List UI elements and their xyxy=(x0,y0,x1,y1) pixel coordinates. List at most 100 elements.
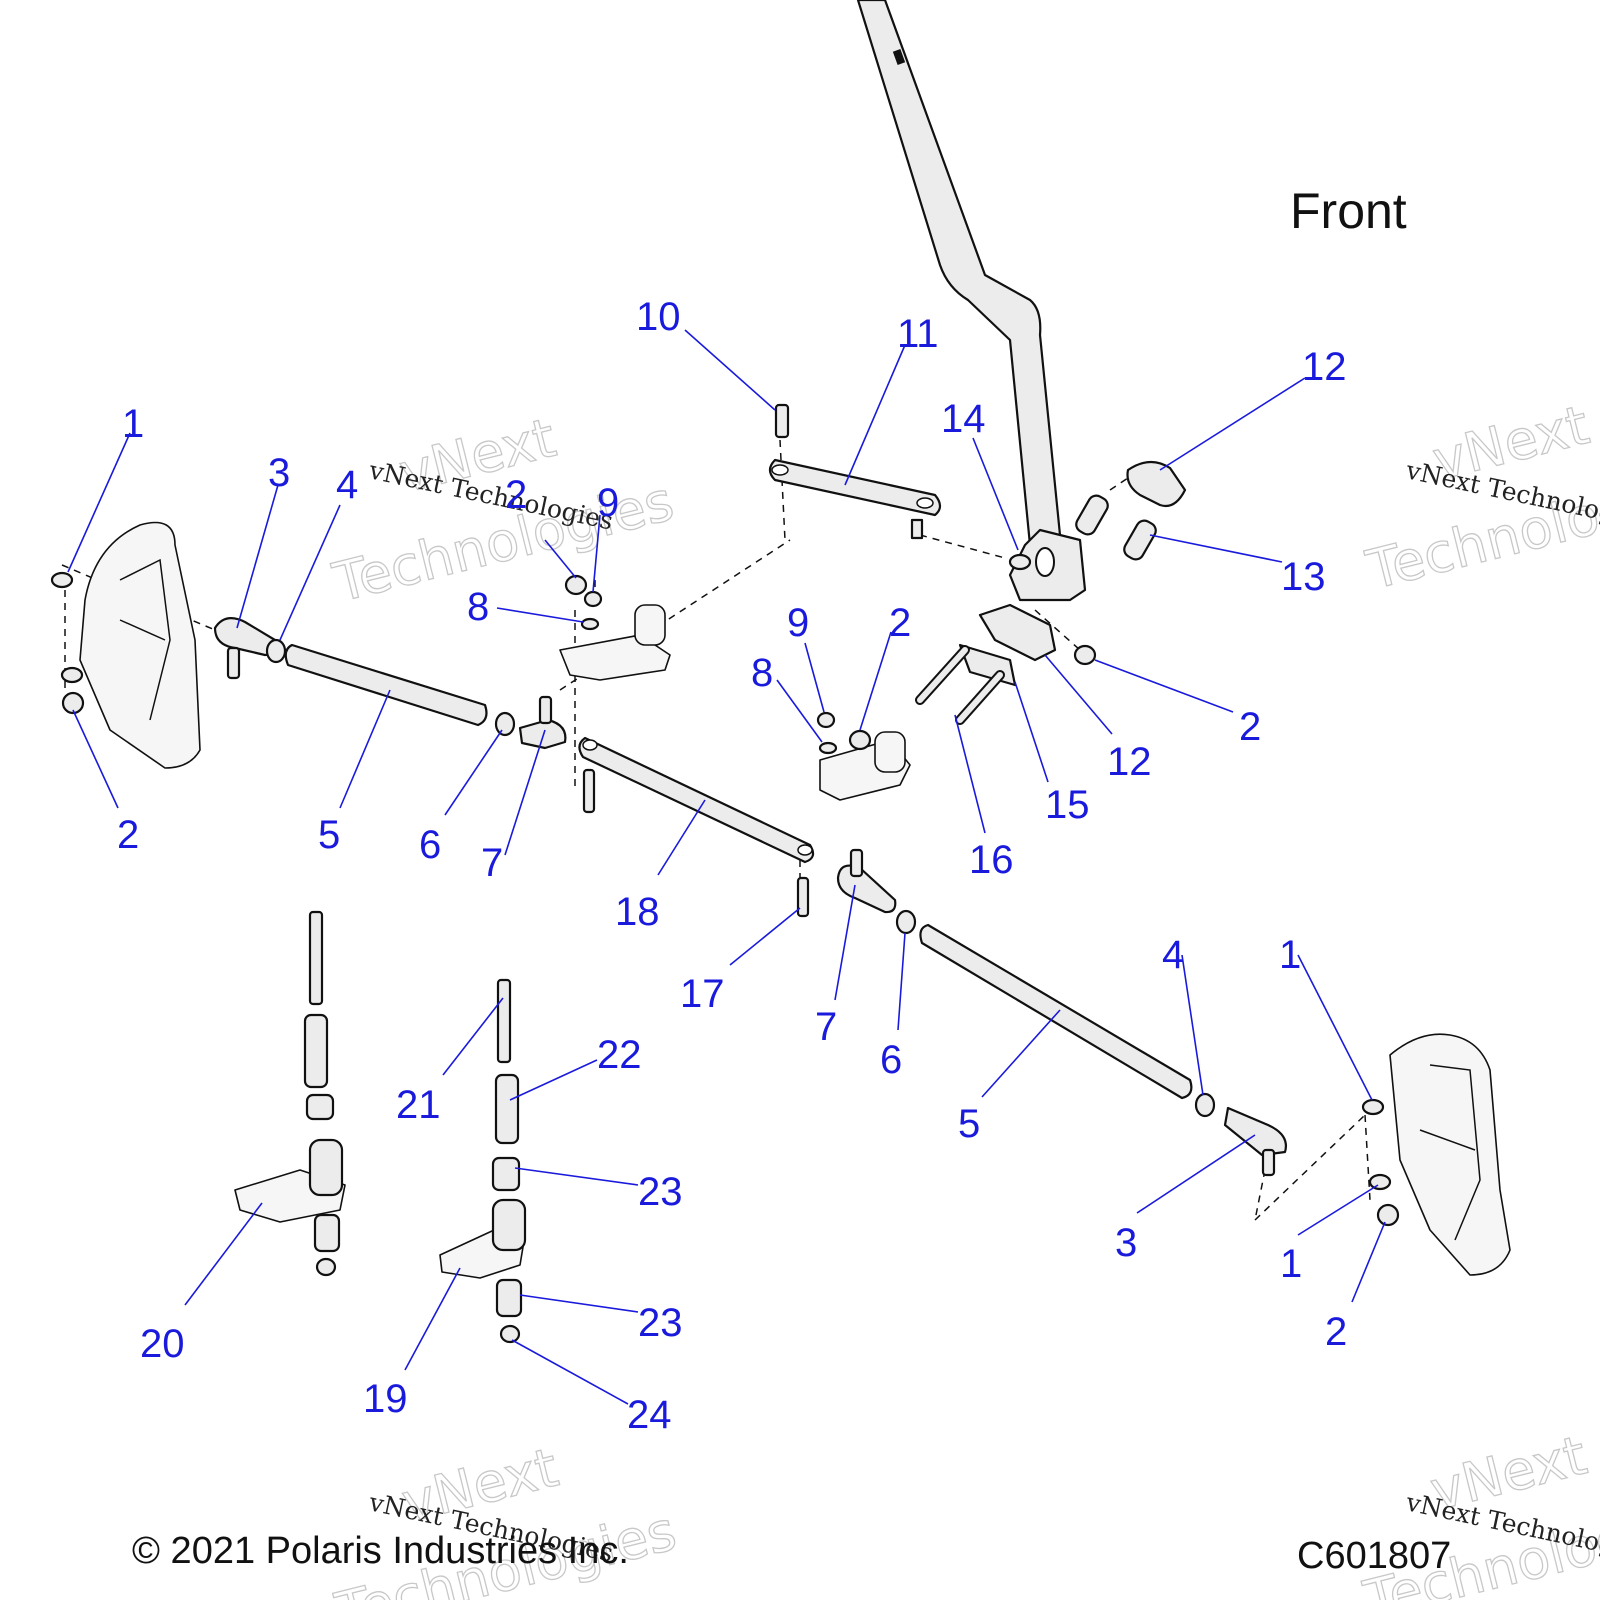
callout-23: 23 xyxy=(638,1301,683,1345)
nut-2-right xyxy=(1376,1203,1400,1227)
parts xyxy=(50,0,1511,1344)
callout-22: 22 xyxy=(597,1033,642,1077)
jam-nut-6-right xyxy=(895,909,917,935)
washer-1-right-lower xyxy=(1368,1173,1392,1191)
callout-10: 10 xyxy=(636,295,681,339)
link-11-hole xyxy=(771,464,789,476)
callout-1: 1 xyxy=(1280,1242,1302,1286)
callout-16: 16 xyxy=(969,838,1014,882)
knuckle-right-rib xyxy=(1419,1064,1481,1241)
sleeve-13b xyxy=(1123,519,1157,561)
clamp-top xyxy=(1126,460,1187,508)
figure-code: C601807 xyxy=(1297,1535,1451,1577)
idler-bracket-middle-boss xyxy=(874,731,906,773)
washer-1-left-lower xyxy=(60,666,84,684)
callout-17: 17 xyxy=(680,972,725,1016)
callout-14: 14 xyxy=(941,397,986,441)
bracket-20-boss xyxy=(308,1138,344,1197)
center-link-hole xyxy=(797,844,813,856)
callout-12: 12 xyxy=(1302,345,1347,389)
callout-19: 19 xyxy=(363,1377,408,1421)
callout-18: 18 xyxy=(615,890,660,934)
clamp-lower xyxy=(978,603,1057,662)
tube-5-left xyxy=(284,643,488,727)
bolt-10 xyxy=(774,403,790,439)
link-11-hole xyxy=(916,497,934,509)
tube-5-right xyxy=(919,923,1193,1100)
bushing-23-lower xyxy=(495,1278,523,1318)
nut-2-middle xyxy=(848,729,872,751)
callout-3: 3 xyxy=(268,451,290,495)
spacer-20 xyxy=(303,1013,329,1089)
jam-nut-4-right xyxy=(1194,1092,1216,1118)
idler-bracket-upper-boss xyxy=(634,604,666,646)
callout-8: 8 xyxy=(467,585,489,629)
tie-rod-inner-7-right-stud xyxy=(849,848,864,878)
front-label: Front xyxy=(1290,183,1407,239)
washer-8-middle xyxy=(818,741,838,755)
callout-5: 5 xyxy=(318,813,340,857)
bracket-19-boss xyxy=(491,1198,527,1252)
bolt-20 xyxy=(308,910,324,1006)
sleeve-13a xyxy=(1075,494,1109,536)
bolt-17-upper xyxy=(582,768,596,814)
callout-9: 9 xyxy=(597,481,619,525)
callout-13: 13 xyxy=(1281,555,1326,599)
nut-2-clamp xyxy=(1073,644,1097,666)
callout-11: 11 xyxy=(897,312,939,356)
nut-20 xyxy=(315,1257,337,1277)
callout-15: 15 xyxy=(1045,783,1090,827)
callout-1: 1 xyxy=(122,402,144,446)
nut-9-upper xyxy=(583,590,603,608)
washer-1-left xyxy=(50,571,74,589)
bushing-23-upper xyxy=(491,1156,521,1192)
bolt-16b-core xyxy=(957,672,1003,723)
callout-4: 4 xyxy=(1162,933,1184,977)
assembly-lines xyxy=(61,439,1371,1221)
knuckle-left xyxy=(79,521,201,769)
callout-7: 7 xyxy=(815,1005,837,1049)
center-link-hole xyxy=(582,739,598,751)
callout-6: 6 xyxy=(880,1038,902,1082)
nut-24 xyxy=(499,1324,521,1344)
link-11-pin xyxy=(910,518,924,540)
callout-2: 2 xyxy=(889,601,911,645)
callout-2: 2 xyxy=(505,473,527,517)
callout-numbers: 1 2 3 4 5 6 7 2 9 8 10 11 14 12 13 2 12 … xyxy=(117,295,1347,1437)
tie-rod-inner-7-left-stud xyxy=(538,695,553,725)
callout-24: 24 xyxy=(627,1393,672,1437)
callout-3: 3 xyxy=(1115,1221,1137,1265)
center-link-18 xyxy=(578,736,815,864)
tie-rod-end-3-left-stud xyxy=(226,646,241,680)
washer-8-upper xyxy=(580,617,600,631)
bolt-21 xyxy=(496,978,512,1064)
callout-2: 2 xyxy=(1239,705,1261,749)
tie-rod-inner-7-left xyxy=(518,718,567,750)
nut-9-middle xyxy=(816,711,836,729)
callout-12: 12 xyxy=(1107,740,1152,784)
steering-column xyxy=(856,0,1062,547)
callout-6: 6 xyxy=(419,823,441,867)
leader-lines xyxy=(67,329,1386,1405)
callout-23: 23 xyxy=(638,1170,683,1214)
callout-9: 9 xyxy=(787,601,809,645)
knuckle-right xyxy=(1389,1033,1511,1276)
callout-4: 4 xyxy=(336,463,358,507)
nut-2-left xyxy=(61,691,85,715)
bolt-16a-core xyxy=(917,647,968,703)
nut-2-upper xyxy=(564,574,588,596)
column-slot xyxy=(892,49,906,65)
washer-14 xyxy=(1008,553,1032,571)
jam-nut-6-left xyxy=(494,711,516,737)
knuckle-left-rib xyxy=(119,558,171,721)
callout-7: 7 xyxy=(481,841,503,885)
link-11 xyxy=(768,458,942,517)
callout-21: 21 xyxy=(396,1083,441,1127)
bushing-20-upper xyxy=(305,1093,335,1121)
callout-20: 20 xyxy=(140,1322,185,1366)
tie-rod-end-3-right-stud xyxy=(1261,1148,1276,1177)
washer-1-right xyxy=(1361,1098,1385,1116)
tie-rod-inner-7-right xyxy=(836,864,897,914)
callout-2: 2 xyxy=(117,813,139,857)
